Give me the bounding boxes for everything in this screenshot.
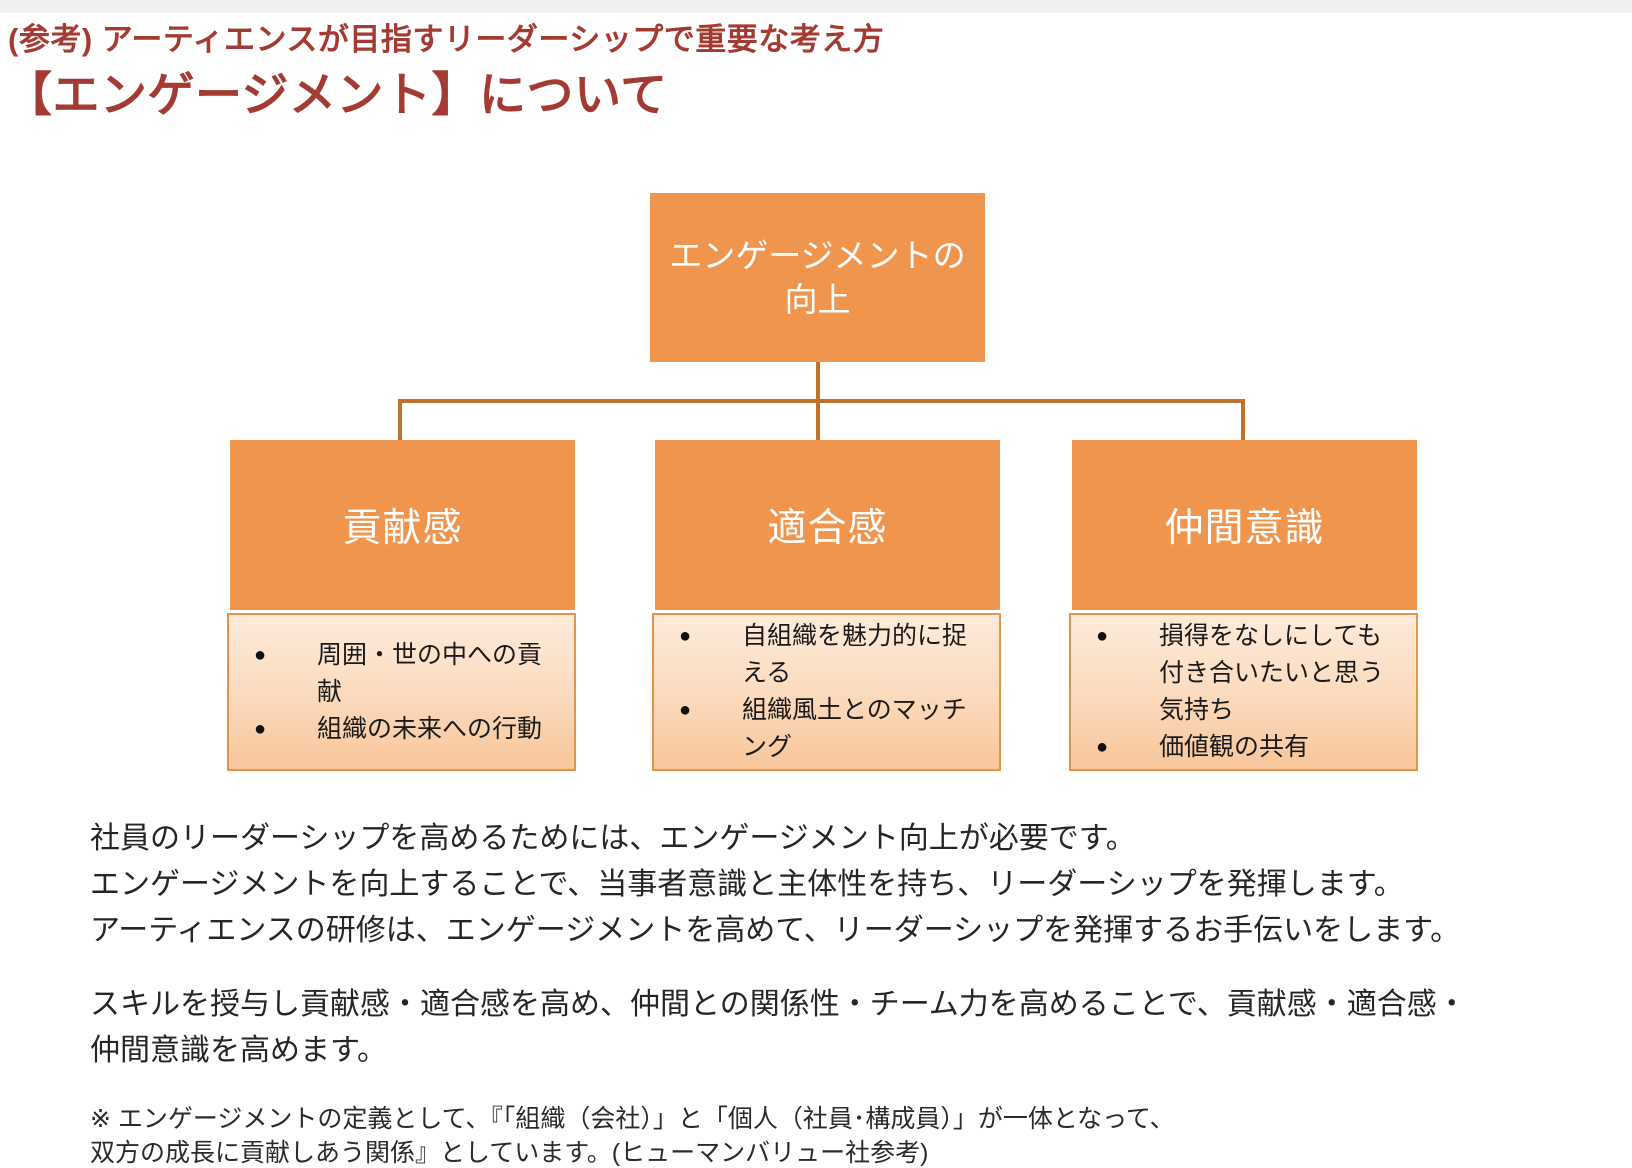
paragraph-engagement-necessity: 社員のリーダーシップを高めるためには、エンゲージメント向上が必要です。 エンゲー… — [90, 816, 1460, 954]
bullet-text: 損得をなしにしても付き合いたいと思う気持ち — [1159, 622, 1385, 724]
bullet-text: 自組織を魅力的に捉える — [742, 622, 968, 687]
bullet-text: 周囲・世の中への貢献 — [317, 640, 543, 706]
connector-middle-drop — [816, 399, 820, 441]
diagram-root-box: エンゲージメントの 向上 — [650, 193, 985, 362]
paragraph-line: アーティエンスの研修は、エンゲージメントを高めて、リーダーシップを発揮するお手伝… — [90, 914, 1461, 947]
connector-horizontal — [398, 399, 1245, 403]
bullet-icon: ● — [679, 699, 692, 721]
root-box-label-line2: 向上 — [784, 280, 851, 318]
diagram-column-camaraderie: 仲間意識 ● 損得をなしにしても付き合いたいと思う気持ち ● 価値観の共有 — [1069, 440, 1418, 771]
bullet-text: 組織の未来への行動 — [317, 714, 543, 743]
diagram-column-contribution: 貢献感 ● 周囲・世の中への貢献 ● 組織の未来への行動 — [227, 440, 576, 771]
top-gray-strip — [0, 0, 1632, 13]
connector-root-stub — [816, 362, 820, 401]
bullet-list: ● 損得をなしにしても付き合いたいと思う気持ち ● 価値観の共有 — [1071, 618, 1416, 766]
page-title: 【エンゲージメント】について — [5, 68, 668, 121]
bullet-icon: ● — [679, 625, 692, 647]
bullet-list: ● 周囲・世の中への貢献 ● 組織の未来への行動 — [229, 637, 574, 748]
column-body-camaraderie: ● 損得をなしにしても付き合いたいと思う気持ち ● 価値観の共有 — [1069, 613, 1418, 771]
bullet-icon: ● — [1096, 736, 1109, 758]
footnote-line: ※ エンゲージメントの定義として、『「組織（会社）」と「個人（社員･構成員）」が… — [90, 1105, 1175, 1133]
column-body-contribution: ● 周囲・世の中への貢献 ● 組織の未来への行動 — [227, 613, 576, 771]
paragraph-line: エンゲージメントを向上することで、当事者意識と主体性を持ち、リーダーシップを発揮… — [90, 868, 1404, 901]
connector-left-drop — [398, 399, 402, 441]
list-item: ● 自組織を魅力的に捉える — [679, 618, 999, 692]
bullet-text: 組織風土とのマッチング — [742, 696, 967, 761]
bullet-text: 価値観の共有 — [1159, 733, 1310, 761]
bullet-icon: ● — [1096, 625, 1109, 647]
paragraph-line: 仲間意識を高めます。 — [90, 1034, 387, 1067]
bullet-list: ● 自組織を魅力的に捉える ● 組織風土とのマッチング — [654, 618, 999, 766]
column-header-fit: 適合感 — [655, 440, 1000, 610]
list-item: ● 価値観の共有 — [1096, 729, 1416, 766]
list-item: ● 損得をなしにしても付き合いたいと思う気持ち — [1096, 618, 1416, 729]
root-box-label-line1: エンゲージメントの — [669, 236, 966, 274]
paragraph-line: スキルを授与し貢献感・適合感を高め、仲間との関係性・チーム力を高めることで、貢献… — [90, 988, 1467, 1021]
list-item: ● 周囲・世の中への貢献 — [254, 637, 574, 711]
paragraph-line: 社員のリーダーシップを高めるためには、エンゲージメント向上が必要です。 — [90, 822, 1136, 855]
column-header-contribution: 貢献感 — [230, 440, 575, 610]
list-item: ● 組織の未来への行動 — [254, 711, 574, 748]
page-subtitle: (参考) アーティエンスが目指すリーダーシップで重要な考え方 — [8, 22, 885, 57]
column-header-camaraderie: 仲間意識 — [1072, 440, 1417, 610]
footnote-line: 双方の成長に貢献しあう関係』としています。(ヒューマンバリュー社参考) — [90, 1139, 929, 1167]
list-item: ● 組織風土とのマッチング — [679, 692, 999, 766]
diagram-column-fit: 適合感 ● 自組織を魅力的に捉える ● 組織風土とのマッチング — [652, 440, 1001, 771]
paragraph-skills: スキルを授与し貢献感・適合感を高め、仲間との関係性・チーム力を高めることで、貢献… — [90, 982, 1467, 1074]
bullet-icon: ● — [254, 717, 267, 740]
column-body-fit: ● 自組織を魅力的に捉える ● 組織風土とのマッチング — [652, 613, 1001, 771]
footnote-definition: ※ エンゲージメントの定義として、『「組織（会社）」と「個人（社員･構成員）」が… — [90, 1102, 1175, 1168]
bullet-icon: ● — [254, 643, 267, 666]
connector-right-drop — [1241, 399, 1245, 441]
